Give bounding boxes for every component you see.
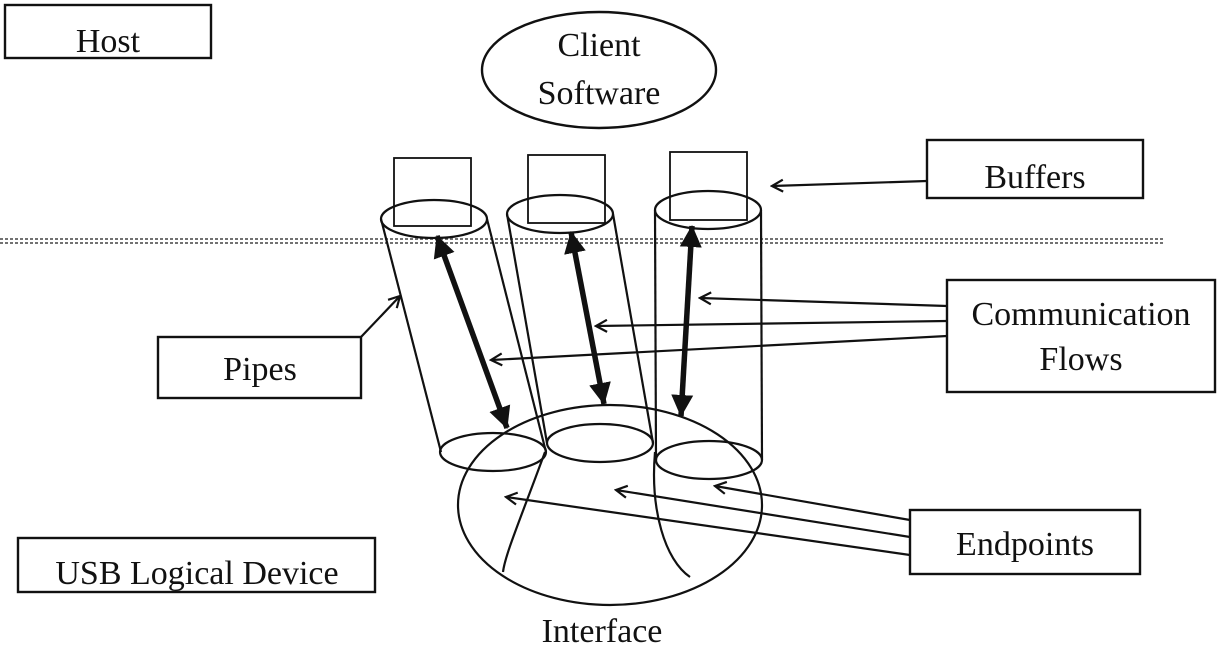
buffers-group xyxy=(393,151,748,227)
flow-arrow-3 xyxy=(671,225,702,417)
endpoints-label: Endpoints xyxy=(956,526,1094,563)
usb-logical-device-box: USB Logical Device xyxy=(16,536,377,594)
communication-flow-arrows xyxy=(433,225,702,429)
endpoints-pointer-arrow-1 xyxy=(715,486,911,522)
buffer-2 xyxy=(527,154,606,224)
host-label: Host xyxy=(76,23,141,60)
buffers-box: Buffers xyxy=(772,138,1145,200)
interface-inner-curve-1 xyxy=(501,451,547,573)
interface-label: Interface xyxy=(542,613,663,649)
buffer-3 xyxy=(669,151,748,221)
communication-flows-label-line1: Communication xyxy=(971,296,1190,333)
endpoints-box: Endpoints xyxy=(506,486,1142,576)
buffers-label: Buffers xyxy=(984,159,1085,196)
flow-arrow-2 xyxy=(564,231,611,405)
usb-logical-device-label: USB Logical Device xyxy=(55,555,338,592)
endpoints-pointer-arrow-3 xyxy=(506,497,911,557)
pipe-1 xyxy=(379,198,548,473)
client-software-label-line1: Client xyxy=(557,27,641,64)
communication-flows-box: Communication Flows xyxy=(491,278,1217,394)
pipe-2 xyxy=(505,193,655,464)
interface-inner-curve-2 xyxy=(653,451,691,578)
host-device-boundary xyxy=(0,238,1165,244)
client-software-label-line2: Software xyxy=(538,75,661,112)
host-box: Host xyxy=(3,3,213,60)
pipes-label: Pipes xyxy=(223,351,297,388)
pipes-box: Pipes xyxy=(156,296,400,400)
interface-ellipse xyxy=(456,403,764,607)
flow-arrow-1 xyxy=(433,235,511,429)
pipe-3 xyxy=(653,189,764,481)
buffers-pointer-arrow xyxy=(772,181,928,186)
communication-pointer-arrow-1 xyxy=(700,298,948,308)
pipes-pointer-arrow xyxy=(360,296,400,338)
communication-pointer-arrow-3 xyxy=(491,334,948,360)
buffer-1 xyxy=(393,157,472,227)
endpoints-pointer-arrow-2 xyxy=(616,490,911,539)
client-software-ellipse: Client Software xyxy=(480,10,718,130)
communication-flows-label-line2: Flows xyxy=(1039,341,1122,378)
communication-pointer-arrow-2 xyxy=(596,321,948,326)
